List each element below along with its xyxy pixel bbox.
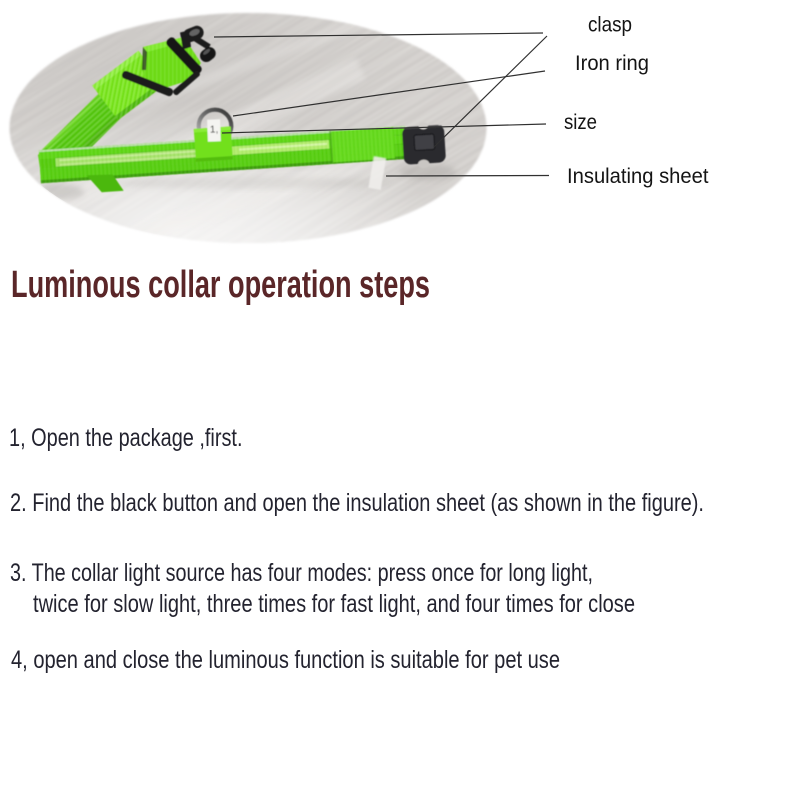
svg-text:1,: 1, bbox=[210, 124, 219, 135]
svg-text:clasp: clasp bbox=[588, 13, 632, 37]
svg-text:4, open and close the luminous: 4, open and close the luminous function … bbox=[11, 646, 560, 674]
svg-text:Luminous collar operation step: Luminous collar operation steps bbox=[11, 264, 430, 306]
svg-text:1, Open the package ,first.: 1, Open the package ,first. bbox=[9, 424, 243, 452]
svg-text:3. The collar light source has: 3. The collar light source has four mode… bbox=[10, 559, 593, 587]
svg-text:twice for slow light, three ti: twice for slow light, three times for fa… bbox=[33, 590, 635, 618]
svg-text:Iron ring: Iron ring bbox=[575, 51, 649, 75]
svg-text:2. Find the black button and o: 2. Find the black button and open the in… bbox=[10, 489, 704, 517]
svg-text:Insulating sheet: Insulating sheet bbox=[567, 164, 709, 188]
svg-text:size: size bbox=[564, 110, 597, 134]
